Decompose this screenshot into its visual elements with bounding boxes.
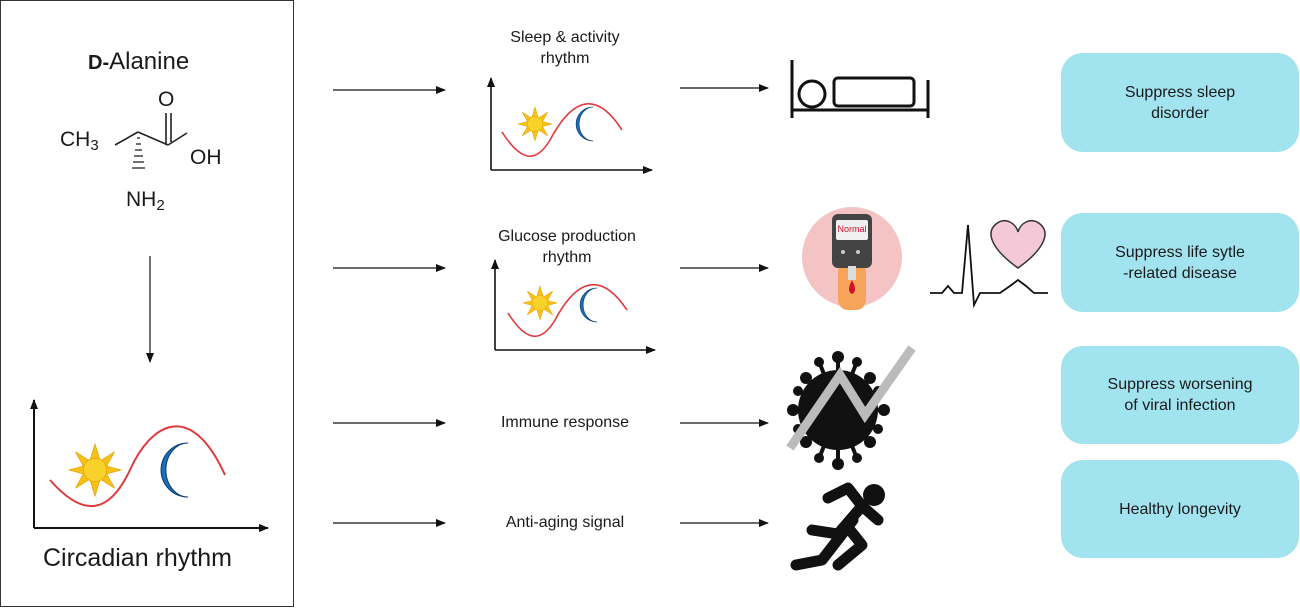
circadian-wave [49,425,226,508]
atom-ch3: CH3 [60,128,99,154]
moon-icon [575,106,594,142]
atom-nh: NH [126,188,157,211]
subscript-3: 3 [90,137,99,155]
glucose-meter-icon [802,207,902,310]
sleep-rhythm-graph [487,77,653,174]
moon-icon [160,442,189,498]
sun-icon [517,106,553,142]
bed-icon [790,60,930,118]
stage-label-antiaging: Anti-aging signal [505,514,625,531]
meter-reading: Normal [837,224,867,234]
circadian-label: Circadian rhythm [43,544,232,572]
atom-nh2: NH2 [126,188,165,214]
molecule-name: Alanine [109,48,190,75]
stage-label-glucose: Glucose production rhythm [498,228,636,266]
subscript-2: 2 [156,197,165,215]
stage-label-immune: Immune response [500,414,630,431]
atom-ch: CH [60,128,91,151]
alanine-panel [0,0,294,607]
virus-icon [786,345,916,470]
heart-ecg-icon [930,220,1048,309]
sun-icon [522,285,558,321]
molecule-prefix: D- [88,52,110,74]
atom-o: O [158,88,175,111]
outcome-sleep: Suppress sleep disorder [1061,53,1299,152]
glucose-rhythm-graph [491,259,656,354]
molecule-title: D-Alanine [88,48,189,76]
sun-icon [68,443,122,497]
stage-label-sleep: Sleep & activity rhythm [510,29,620,67]
atom-oh: OH [190,146,222,169]
circadian-graph [30,399,269,532]
outcome-lifestyle: Suppress life sytle -related disease [1061,213,1299,312]
runner-icon [790,482,885,571]
outcome-viral: Suppress worsening of viral infection [1061,346,1299,444]
moon-icon [579,287,598,323]
outcome-longevity: Healthy longevity [1061,460,1299,558]
